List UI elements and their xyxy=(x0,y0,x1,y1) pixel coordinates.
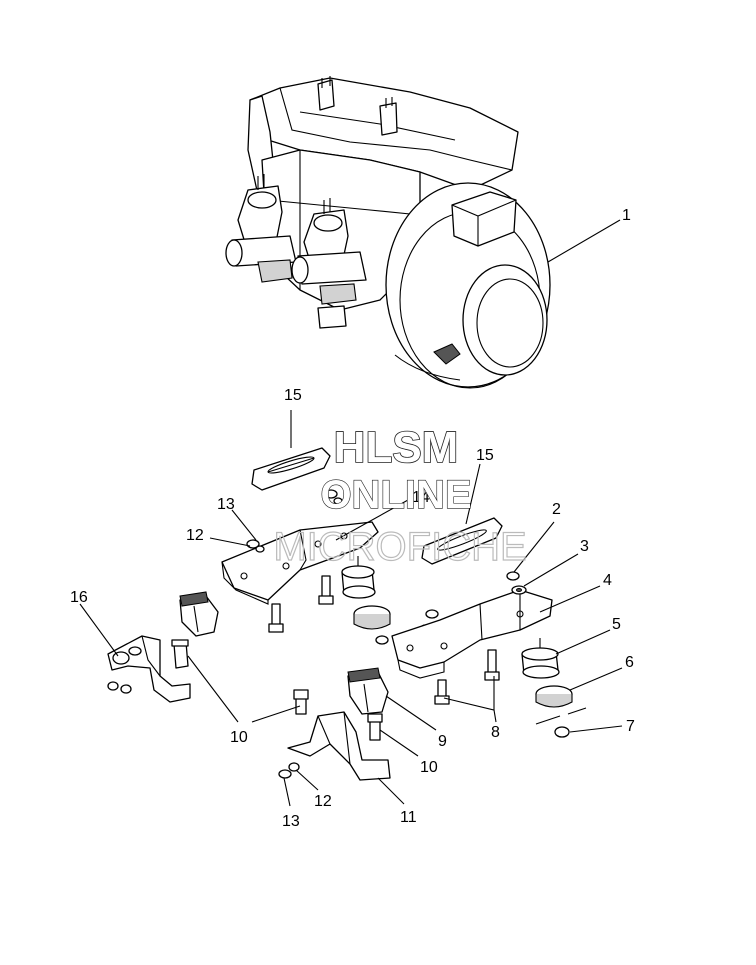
rubber-mount-left xyxy=(171,591,219,669)
callout-15-left: 15 xyxy=(284,387,302,404)
cushion-6 xyxy=(535,685,573,708)
mount-plate-left xyxy=(221,521,379,605)
mount-plate-right xyxy=(391,589,553,679)
callout-1: 1 xyxy=(622,207,631,224)
callout-12-lower: 12 xyxy=(314,793,332,810)
callout-3: 3 xyxy=(580,538,589,555)
watermark: HLSM ONLINE MICROFICHE xyxy=(273,422,528,569)
rubber-mount-center xyxy=(341,556,439,645)
bolt-10-center xyxy=(293,689,383,741)
bolt-set-left-plate xyxy=(268,575,334,633)
rubber-mount-5 xyxy=(521,638,560,679)
rubber-mount-9 xyxy=(347,667,389,715)
slotted-plate-right xyxy=(421,517,503,565)
watermark-line-1: HLSM xyxy=(334,423,459,472)
callout-10-right: 10 xyxy=(420,759,438,776)
callout-11: 11 xyxy=(400,809,417,826)
callout-13-lower: 13 xyxy=(282,813,300,830)
nut-7 xyxy=(535,707,587,738)
bolt-set-8 xyxy=(434,649,500,705)
callout-16: 16 xyxy=(70,589,88,606)
nut-washer-2-3 xyxy=(506,571,527,595)
callout-5: 5 xyxy=(612,616,621,633)
callout-7: 7 xyxy=(626,718,635,735)
callout-8: 8 xyxy=(491,724,500,741)
callout-15-right: 15 xyxy=(476,447,494,464)
watermark-line-3: MICROFICHE xyxy=(273,525,526,569)
callout-4: 4 xyxy=(603,572,612,589)
callout-2: 2 xyxy=(552,501,561,518)
watermark-line-2: ONLINE xyxy=(320,473,471,517)
slotted-plate-left xyxy=(251,447,331,491)
callout-12-upper: 12 xyxy=(186,527,204,544)
leader-lines xyxy=(79,219,623,807)
callout-13-upper: 13 xyxy=(217,496,235,513)
callout-14: 14 xyxy=(412,489,430,506)
callout-10-left: 10 xyxy=(230,729,248,746)
engine-mount-bracket-16 xyxy=(107,635,191,703)
callout-9: 9 xyxy=(438,733,447,750)
callout-labels: 1 2 3 4 5 6 7 8 9 10 10 11 12 12 13 13 1… xyxy=(70,207,635,830)
nut-washer-lower xyxy=(278,762,300,779)
callout-6: 6 xyxy=(625,654,634,671)
engine-mount-bracket-11 xyxy=(287,711,391,781)
engine-assembly xyxy=(225,76,551,389)
